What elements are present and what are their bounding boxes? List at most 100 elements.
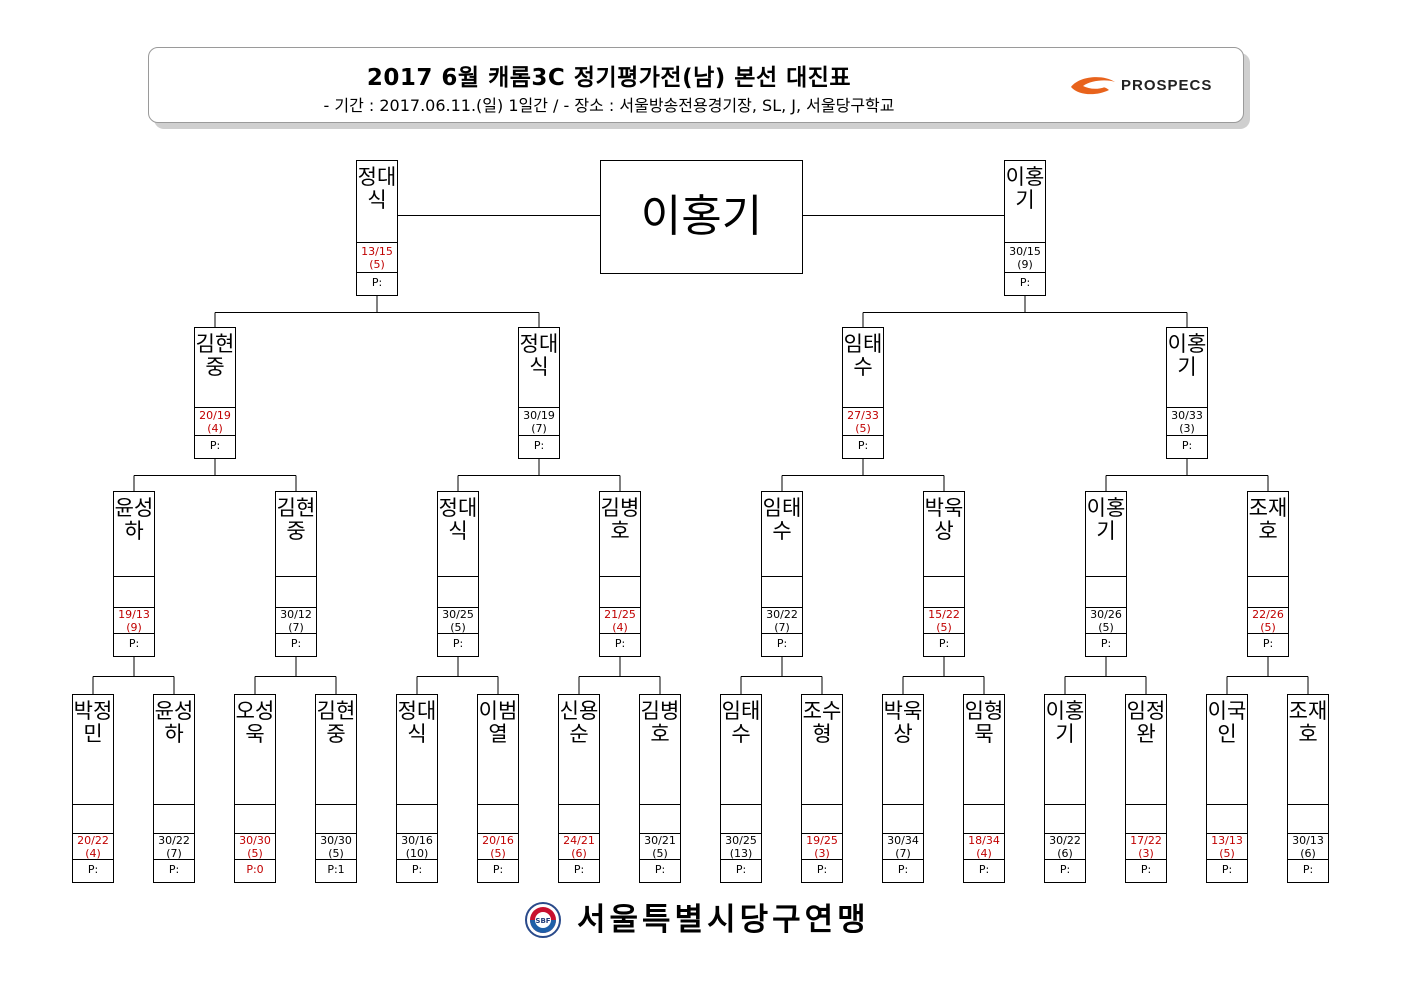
score-value: 17/22 xyxy=(1130,833,1162,847)
score-value: 18/34 xyxy=(968,833,1000,847)
player-name: 김병호 xyxy=(640,695,680,805)
score-cell: 30/30(5) xyxy=(316,833,356,860)
innings-value: (3) xyxy=(814,846,830,860)
score-value: 20/16 xyxy=(482,833,514,847)
score-value: 30/13 xyxy=(1292,833,1324,847)
score-value: 30/22 xyxy=(766,607,798,621)
player-box-round16: 윤성하 30/22(7) P: xyxy=(153,694,195,883)
score-cell: 20/16(5) xyxy=(478,833,518,860)
player-name: 박욱상 xyxy=(883,695,923,805)
score-value: 13/15 xyxy=(361,245,393,258)
score-cell: 30/22(6) xyxy=(1045,833,1085,860)
points-cell: P: xyxy=(209,439,221,452)
score-value: 19/13 xyxy=(118,607,150,621)
blank-cell xyxy=(1288,805,1328,834)
points-cell: P: xyxy=(816,863,828,876)
score-value: 30/26 xyxy=(1090,607,1122,621)
innings-value: (6) xyxy=(1300,846,1316,860)
blank-cell xyxy=(1207,805,1247,834)
score-value: 30/22 xyxy=(158,833,190,847)
score-value: 30/33 xyxy=(1171,409,1203,422)
points-cell: P: xyxy=(492,863,504,876)
score-value: 30/30 xyxy=(320,833,352,847)
points-cell: P: xyxy=(1221,863,1233,876)
player-name: 신용순 xyxy=(559,695,599,805)
score-cell: 22/26(5) xyxy=(1248,607,1288,634)
blank-cell xyxy=(438,577,478,608)
player-name: 윤성하 xyxy=(154,695,194,805)
score-cell: 30/22(7) xyxy=(154,833,194,860)
score-cell: 27/33(5) xyxy=(843,408,883,436)
blank-cell xyxy=(559,805,599,834)
blank-cell xyxy=(1086,577,1126,608)
seal-text: SBF xyxy=(535,917,550,925)
points-cell: P: xyxy=(1262,637,1274,650)
score-value: 20/22 xyxy=(77,833,109,847)
player-name: 정대식 xyxy=(397,695,437,805)
innings-value: (10) xyxy=(405,846,429,860)
score-value: 30/25 xyxy=(442,607,474,621)
points-cell: P: xyxy=(735,863,747,876)
blank-cell xyxy=(316,805,356,834)
innings-value: (7) xyxy=(895,846,911,860)
score-value: 30/16 xyxy=(401,833,433,847)
blank-cell xyxy=(1045,805,1085,834)
points-cell: P: xyxy=(128,637,140,650)
score-cell: 19/25(3) xyxy=(802,833,842,860)
blank-cell xyxy=(478,805,518,834)
innings-value: (7) xyxy=(288,620,304,634)
sponsor-logo: PROSPECS xyxy=(1069,74,1229,98)
blank-cell xyxy=(924,577,964,608)
blank-cell xyxy=(1126,805,1166,834)
points-cell: P: xyxy=(1181,439,1193,452)
blank-cell xyxy=(964,805,1004,834)
score-cell: 30/16(10) xyxy=(397,833,437,860)
player-name: 정대식 xyxy=(519,328,559,408)
innings-value: (7) xyxy=(774,620,790,634)
points-cell: P: xyxy=(776,637,788,650)
innings-value: (3) xyxy=(1138,846,1154,860)
score-value: 21/25 xyxy=(604,607,636,621)
score-cell: 17/22(3) xyxy=(1126,833,1166,860)
score-value: 30/12 xyxy=(280,607,312,621)
points-cell: P:0 xyxy=(246,863,264,876)
score-cell: 30/30(5) xyxy=(235,833,275,860)
points-cell: P: xyxy=(290,637,302,650)
player-name: 이홍기 xyxy=(1005,161,1045,243)
innings-value: (5) xyxy=(1098,620,1114,634)
blank-cell xyxy=(762,577,802,608)
points-cell: P: xyxy=(1019,276,1031,289)
score-cell: 30/34(7) xyxy=(883,833,923,860)
points-cell: P: xyxy=(371,276,383,289)
player-name: 조수형 xyxy=(802,695,842,805)
innings-value: (5) xyxy=(855,422,871,435)
player-name: 임정완 xyxy=(1126,695,1166,805)
blank-cell xyxy=(721,805,761,834)
player-name: 김현중 xyxy=(316,695,356,805)
score-value: 13/13 xyxy=(1211,833,1243,847)
innings-value: (5) xyxy=(1260,620,1276,634)
player-name: 이국인 xyxy=(1207,695,1247,805)
score-cell: 30/22(7) xyxy=(762,607,802,634)
sponsor-name: PROSPECS xyxy=(1121,77,1213,94)
player-name: 임태수 xyxy=(843,328,883,408)
innings-value: (5) xyxy=(490,846,506,860)
points-cell: P: xyxy=(168,863,180,876)
champion-box: 이홍기 xyxy=(600,160,803,274)
player-name: 임형묵 xyxy=(964,695,1004,805)
